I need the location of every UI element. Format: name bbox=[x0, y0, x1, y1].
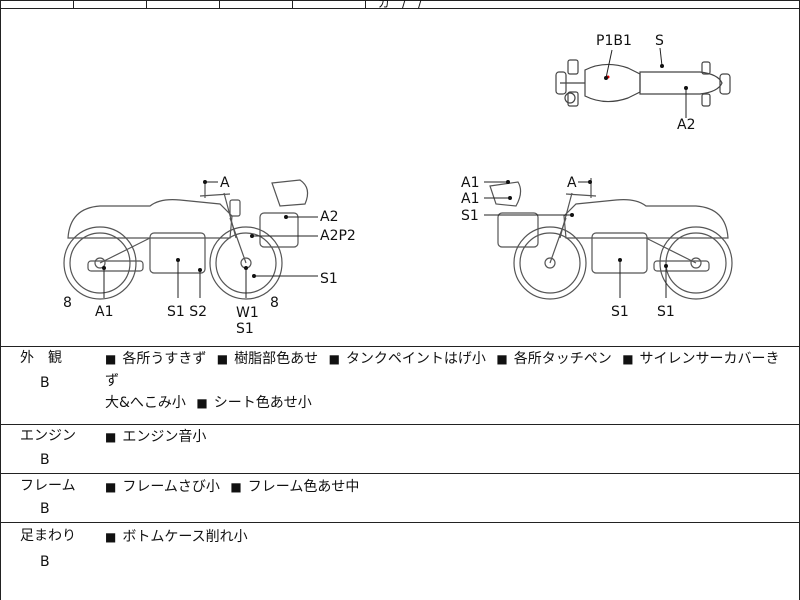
left-leader-lines bbox=[103, 181, 318, 298]
top-view-rear-wheel bbox=[719, 73, 731, 95]
top-view-fuel-tank bbox=[584, 63, 641, 103]
label-right-s1-bottom-left: S1 bbox=[611, 304, 629, 320]
right-front-wheel bbox=[513, 226, 587, 300]
bullet-icon: ■ bbox=[216, 352, 229, 366]
row-divider bbox=[0, 424, 800, 425]
top-cell-divider bbox=[292, 0, 293, 8]
bullet-icon: ■ bbox=[622, 352, 634, 366]
row-category-engine: エンジン bbox=[20, 428, 76, 444]
condition-item: 各所うすきず bbox=[122, 351, 207, 367]
motorcycle-damage-diagram bbox=[63, 47, 733, 300]
row-grade-suspension: B bbox=[40, 554, 50, 570]
bullet-icon: ■ bbox=[328, 352, 340, 366]
condition-item: サイレンサーカバーきず bbox=[105, 351, 780, 389]
condition-item: ボトムケース削れ小 bbox=[122, 529, 248, 545]
row-divider bbox=[0, 522, 800, 523]
right-side-motorcycle bbox=[489, 178, 733, 300]
left-muffler bbox=[87, 260, 144, 272]
top-row-bottom-border bbox=[0, 8, 800, 9]
top-cell-divider bbox=[219, 0, 220, 8]
label-top-p1b1: P1B1 bbox=[596, 33, 632, 49]
top-view-seat bbox=[639, 71, 723, 95]
left-seat-tank bbox=[67, 199, 233, 239]
right-windscreen bbox=[489, 181, 522, 207]
row-grade-engine: B bbox=[40, 452, 50, 468]
bullet-icon: ■ bbox=[496, 352, 508, 366]
left-side-motorcycle bbox=[63, 179, 309, 300]
right-seat-tank bbox=[563, 199, 729, 239]
bullet-icon: ■ bbox=[105, 430, 117, 444]
bullet-icon: ■ bbox=[105, 480, 117, 494]
row-grade-exterior: B bbox=[40, 375, 50, 391]
label-left-s1-rear: S1 bbox=[320, 271, 338, 287]
bullet-icon: ■ bbox=[230, 480, 242, 494]
top-cell-divider bbox=[73, 0, 74, 8]
row-category-frame: フレーム bbox=[20, 478, 76, 494]
condition-item: タンクペイントはげ小 bbox=[345, 351, 486, 367]
label-left-a1: A1 bbox=[95, 304, 114, 320]
row-category-exterior: 外 観 bbox=[20, 350, 62, 366]
left-front-wheel bbox=[209, 226, 283, 300]
top-cell-divider bbox=[146, 0, 147, 8]
row-items-suspension: ■ ボトムケース削れ小 bbox=[105, 526, 790, 548]
right-leader-lines bbox=[484, 181, 667, 298]
condition-item: エンジン音小 bbox=[122, 429, 207, 445]
condition-item: フレームさび小 bbox=[122, 479, 220, 495]
top-view-leader-lines bbox=[605, 47, 687, 118]
label-left-a2p2: A2P2 bbox=[320, 228, 356, 244]
row-items-exterior: ■各所うすきず ■樹脂部色あせ ■タンクペイントはげ小 ■各所タッチペン ■サイ… bbox=[105, 348, 790, 414]
top-view-motorcycle bbox=[555, 59, 731, 107]
right-fairing bbox=[497, 212, 539, 248]
label-right-a1-mid: A1 bbox=[461, 191, 480, 207]
bullet-icon: ■ bbox=[105, 352, 117, 366]
label-left-s1s2: S1 S2 bbox=[167, 304, 208, 320]
condition-item: 樹脂部色あせ bbox=[234, 351, 319, 367]
label-left-w1s1: W1 S1 bbox=[236, 305, 259, 337]
row-items-engine: ■ エンジン音小 bbox=[105, 426, 790, 448]
label-left-8-left: 8 bbox=[63, 295, 72, 311]
label-right-a1-top: A1 bbox=[461, 175, 480, 191]
left-fairing bbox=[259, 212, 299, 248]
row-divider bbox=[0, 346, 800, 347]
top-border bbox=[0, 0, 800, 1]
label-left-a2: A2 bbox=[320, 209, 339, 225]
row-category-suspension: 足まわり bbox=[20, 528, 76, 544]
label-left-8-right: 8 bbox=[270, 295, 279, 311]
bullet-icon: ■ bbox=[196, 396, 208, 410]
right-rear-wheel bbox=[659, 226, 733, 300]
row-items-frame: ■ フレームさび小 ■ フレーム色あせ中 bbox=[105, 476, 790, 498]
condition-item: シート色あせ小 bbox=[213, 395, 312, 411]
label-left-a: A bbox=[220, 175, 230, 191]
left-border bbox=[0, 0, 1, 600]
condition-item: 大&へこみ小 bbox=[105, 395, 186, 411]
left-windscreen bbox=[271, 179, 309, 207]
bullet-icon: ■ bbox=[105, 530, 117, 544]
condition-item: 各所タッチペン bbox=[513, 351, 612, 367]
left-rear-wheel bbox=[63, 226, 137, 300]
condition-item: フレーム色あせ中 bbox=[247, 479, 360, 495]
label-right-s1-mid: S1 bbox=[461, 208, 479, 224]
row-divider bbox=[0, 473, 800, 474]
right-muffler bbox=[653, 260, 710, 272]
top-partial-text: ガ゛/゛/゜ bbox=[378, 0, 435, 10]
label-top-a2: A2 bbox=[677, 117, 696, 133]
label-right-s1-bottom-right: S1 bbox=[657, 304, 675, 320]
label-top-s: S bbox=[655, 33, 664, 49]
row-grade-frame: B bbox=[40, 501, 50, 517]
label-right-a: A bbox=[567, 175, 577, 191]
top-cell-divider bbox=[365, 0, 366, 8]
